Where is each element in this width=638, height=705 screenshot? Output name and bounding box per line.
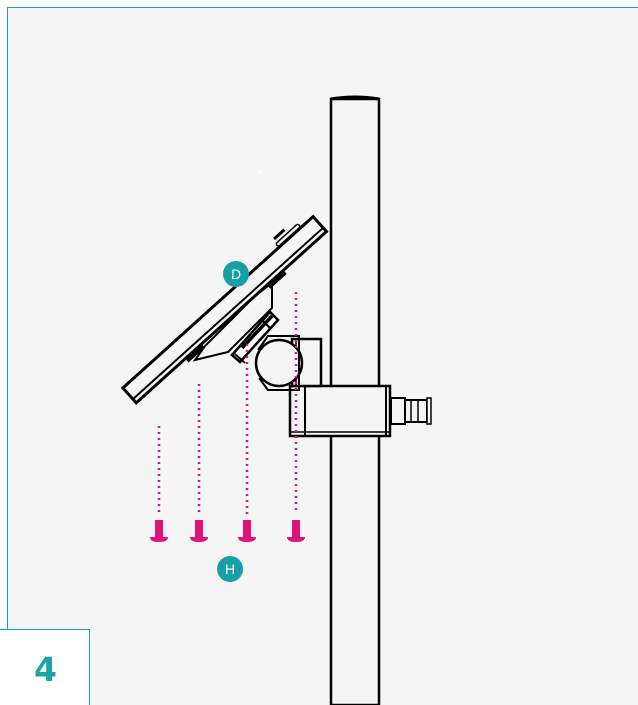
screw bbox=[238, 520, 256, 542]
callout-d-badge: D bbox=[223, 261, 249, 287]
callout-h-badge: H bbox=[217, 556, 243, 582]
step-number-box: 4 bbox=[0, 629, 90, 705]
tablet-enclosure bbox=[120, 169, 329, 405]
screw-guide-lines bbox=[157, 292, 298, 514]
step-number: 4 bbox=[34, 650, 57, 689]
pole-clamp bbox=[288, 384, 432, 438]
swivel-arm bbox=[254, 335, 323, 391]
screw bbox=[150, 520, 168, 542]
screw bbox=[287, 520, 305, 542]
tilt-bracket bbox=[192, 280, 280, 364]
screw bbox=[190, 520, 208, 542]
illustration-panel bbox=[7, 7, 638, 705]
screws bbox=[150, 520, 305, 542]
callout-d-label: D bbox=[230, 266, 242, 282]
callout-h-label: H bbox=[224, 561, 236, 577]
